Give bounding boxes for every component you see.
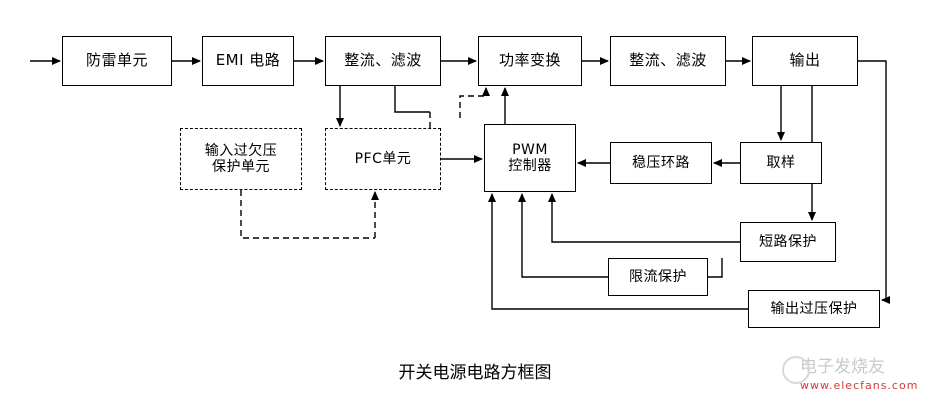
block-label: 防雷单元 bbox=[85, 51, 148, 70]
block-sampling[interactable]: 取样 bbox=[740, 142, 822, 184]
block-rectifier-filter-1[interactable]: 整流、滤波 bbox=[325, 36, 441, 86]
block-label: 取样 bbox=[766, 154, 796, 171]
block-voltage-regulation-loop[interactable]: 稳压环路 bbox=[610, 142, 712, 184]
block-label: 限流保护 bbox=[629, 268, 687, 285]
block-emi[interactable]: EMI 电路 bbox=[202, 36, 294, 86]
block-pwm-controller[interactable]: PWM 控制器 bbox=[484, 124, 576, 192]
block-label: 整流、滤波 bbox=[344, 51, 422, 70]
block-label: PFC单元 bbox=[354, 150, 412, 167]
block-pfc-unit[interactable]: PFC单元 bbox=[325, 128, 441, 190]
block-label-line2: 保护单元 bbox=[212, 159, 270, 175]
block-output-over-voltage-protection[interactable]: 输出过压保护 bbox=[748, 290, 880, 328]
watermark-logo-icon bbox=[782, 356, 810, 384]
block-short-circuit-protection[interactable]: 短路保护 bbox=[740, 222, 836, 262]
block-label: 短路保护 bbox=[759, 233, 817, 250]
block-output[interactable]: 输出 bbox=[752, 36, 858, 86]
caption-text: 开关电源电路方框图 bbox=[398, 363, 552, 383]
block-input-over-under-voltage-protection[interactable]: 输入过欠压 保护单元 bbox=[180, 128, 302, 190]
block-label-line2: 控制器 bbox=[508, 158, 552, 174]
block-current-limit-protection[interactable]: 限流保护 bbox=[608, 258, 708, 296]
block-power-conversion[interactable]: 功率变换 bbox=[478, 36, 582, 86]
block-fleiyuan[interactable]: 防雷单元 bbox=[62, 36, 172, 86]
watermark-url: www.elecfans.com bbox=[800, 379, 919, 392]
block-label-line1: 输入过欠压 bbox=[204, 142, 278, 159]
block-label: 稳压环路 bbox=[632, 154, 690, 171]
block-rectifier-filter-2[interactable]: 整流、滤波 bbox=[610, 36, 726, 86]
diagram-caption: 开关电源电路方框图 bbox=[0, 358, 950, 383]
block-label: 功率变换 bbox=[498, 51, 561, 70]
block-label: 整流、滤波 bbox=[629, 51, 707, 70]
block-label: 输出过压保护 bbox=[770, 300, 858, 317]
watermark: 电子发烧友 www.elecfans.com bbox=[782, 352, 919, 392]
watermark-brand: 电子发烧友 bbox=[800, 357, 885, 377]
block-label: EMI 电路 bbox=[215, 51, 281, 70]
block-label-line1: PWM bbox=[512, 141, 548, 158]
block-label: 输出 bbox=[789, 51, 821, 70]
